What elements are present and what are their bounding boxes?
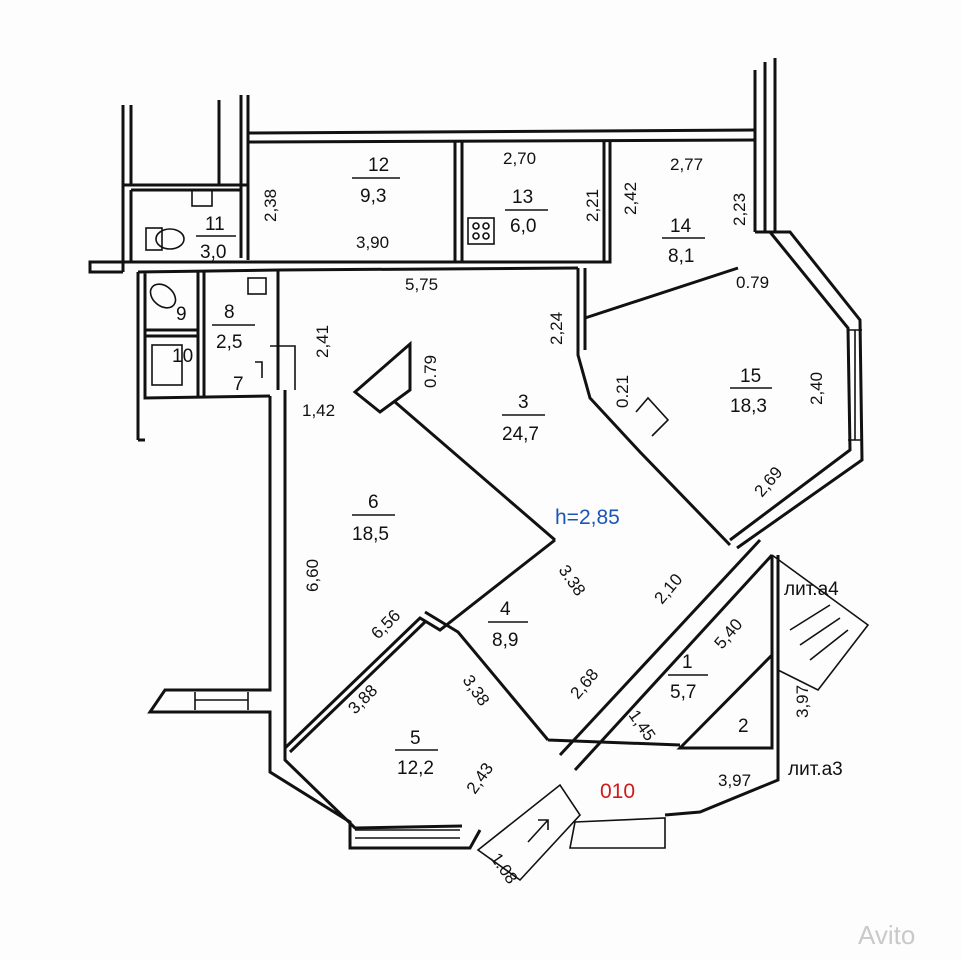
dimension-label: 3.38: [555, 561, 590, 599]
room-number: 15: [740, 366, 761, 387]
room-number: 6: [368, 492, 379, 513]
entry-arrow-icon: [527, 819, 549, 843]
room-6-label: 6 18,5: [352, 492, 395, 545]
dimension-label: 2,69: [751, 463, 787, 501]
dimension-label: 5,75: [405, 275, 438, 294]
room-area: 24,7: [502, 424, 539, 445]
dimension-label: 0.79: [736, 273, 769, 292]
dimension-label: 5,40: [711, 615, 747, 653]
dimension-label: 2,10: [651, 570, 687, 608]
wall-room-4-5-6: [283, 538, 681, 754]
window-bottom: [355, 829, 460, 839]
room-2-label: 2: [738, 716, 749, 737]
window-right: [848, 329, 862, 441]
watermark: Avito: [858, 920, 915, 950]
room-number: 5: [410, 728, 421, 749]
room-number: 12: [368, 155, 389, 176]
wall-room-15: [576, 266, 739, 547]
unit-code-label: 010: [600, 780, 635, 803]
room-14-label: 14 8,1: [662, 216, 705, 267]
toilet-icon: [145, 227, 185, 251]
room-area: 5,7: [670, 682, 696, 703]
stove-icon: [467, 217, 495, 245]
room-area: 3,0: [200, 242, 226, 263]
bathtub-icon: [151, 344, 183, 386]
dimension-label: 2,42: [621, 182, 640, 215]
niche-room-15: [635, 396, 670, 437]
room-5-label: 5 12,2: [395, 728, 438, 779]
room-number: 1: [682, 652, 693, 673]
toilet-icon-room-9: [149, 283, 177, 309]
dimension-label: 2,24: [547, 312, 566, 345]
room-12-label: 12 9,3: [352, 155, 400, 207]
room-number: 13: [512, 187, 533, 208]
dimension-label: 2,38: [261, 189, 280, 222]
column: [352, 340, 412, 414]
room-number: 11: [205, 214, 225, 235]
room-area: 8,9: [492, 630, 518, 651]
outer-wall-right-diagonal: [729, 230, 864, 550]
dimension-label: 2,23: [730, 193, 749, 226]
room-10-label: 10: [172, 346, 193, 367]
room-15-label: 15 18,3: [730, 366, 772, 417]
washbasin-icon: [247, 277, 267, 295]
room-number: 4: [500, 599, 511, 620]
bathroom-partitions: [145, 272, 206, 396]
bathroom-block-walls: [88, 183, 279, 442]
ceiling-height-label: h=2,85: [555, 506, 620, 529]
room-1-label: 1 5,7: [668, 652, 708, 703]
room-number: 3: [518, 392, 529, 413]
annex-a3-label: лит.а3: [788, 759, 843, 780]
wall-rooms-12-13-14: [248, 140, 612, 272]
room-number: 8: [224, 302, 235, 323]
outer-wall-left: [147, 270, 482, 850]
dimension-label: 2,21: [583, 189, 602, 222]
entry-steps: [476, 783, 666, 882]
dimension-label: 2,77: [670, 155, 703, 174]
room-area: 18,3: [730, 396, 767, 417]
window-left: [194, 692, 249, 710]
dimension-label: 3,97: [793, 685, 812, 718]
room-area: 6,0: [510, 216, 536, 237]
room-3-label: 3 24,7: [502, 392, 545, 445]
room-area: 12,2: [397, 758, 434, 779]
outer-wall-left-top: [121, 95, 250, 272]
outer-wall-right-top: [753, 58, 777, 232]
dimension-label: 0.79: [421, 355, 440, 388]
room-8-label: 8 2,5: [212, 302, 255, 353]
room-11-label: 11 3,0: [196, 214, 236, 263]
room-13-label: 13 6,0: [505, 187, 548, 237]
dimension-label: 6,60: [303, 559, 322, 592]
room-7-label: 7: [233, 374, 244, 395]
outer-wall-top: [247, 128, 756, 144]
sink-icon: [191, 189, 213, 207]
dimension-label: 3,38: [459, 671, 494, 709]
wall-closet-7: [255, 345, 296, 390]
wall-room-3-diagonal: [394, 400, 556, 542]
dimension-label: 2,40: [807, 372, 826, 405]
room-number: 14: [670, 216, 692, 237]
dimension-label: 2,68: [567, 665, 603, 703]
dimension-label: 2,41: [313, 325, 332, 358]
room-4-label: 4 8,9: [488, 599, 528, 651]
dimension-label: 3,97: [718, 771, 751, 790]
balcony-a4: [771, 554, 870, 692]
annex-a4-label: лит.а4: [784, 579, 839, 600]
room-area: 18,5: [352, 524, 389, 545]
wall-room-1: [558, 538, 780, 817]
dimension-label: 3,90: [356, 233, 389, 252]
room-area: 9,3: [360, 186, 386, 207]
dimension-label: 2,70: [503, 149, 536, 168]
wall-room-2: [676, 651, 774, 750]
room-9-label: 9: [176, 304, 187, 325]
dimension-label: 2,43: [463, 759, 498, 797]
room-area: 2,5: [216, 332, 242, 353]
dimension-label: 0.21: [613, 375, 632, 408]
dimension-label: 1.08: [487, 849, 522, 887]
dimension-label: 1,42: [302, 401, 335, 420]
room-area: 8,1: [668, 246, 694, 267]
